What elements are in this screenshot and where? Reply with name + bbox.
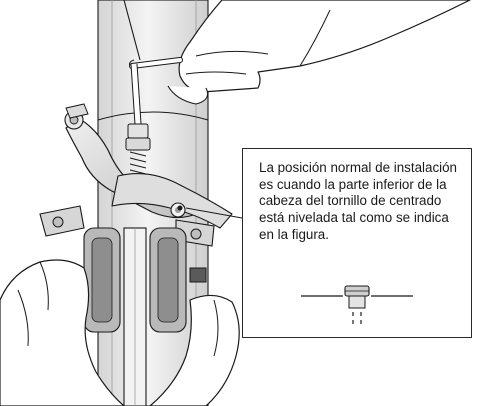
callout-leader xyxy=(177,205,243,219)
caliper-body xyxy=(39,103,233,247)
mounting-bolt xyxy=(125,123,151,175)
lower-hand xyxy=(0,259,240,406)
callout-box: La posición normal de instalación es cua… xyxy=(242,148,472,338)
upper-hand xyxy=(167,0,471,105)
callout-text: La posición normal de instalación es cua… xyxy=(259,160,458,242)
bolt-head-icon xyxy=(301,285,413,324)
wheel-rim xyxy=(123,227,147,406)
brake-pads xyxy=(65,227,207,333)
hex-key-icon xyxy=(123,0,183,125)
